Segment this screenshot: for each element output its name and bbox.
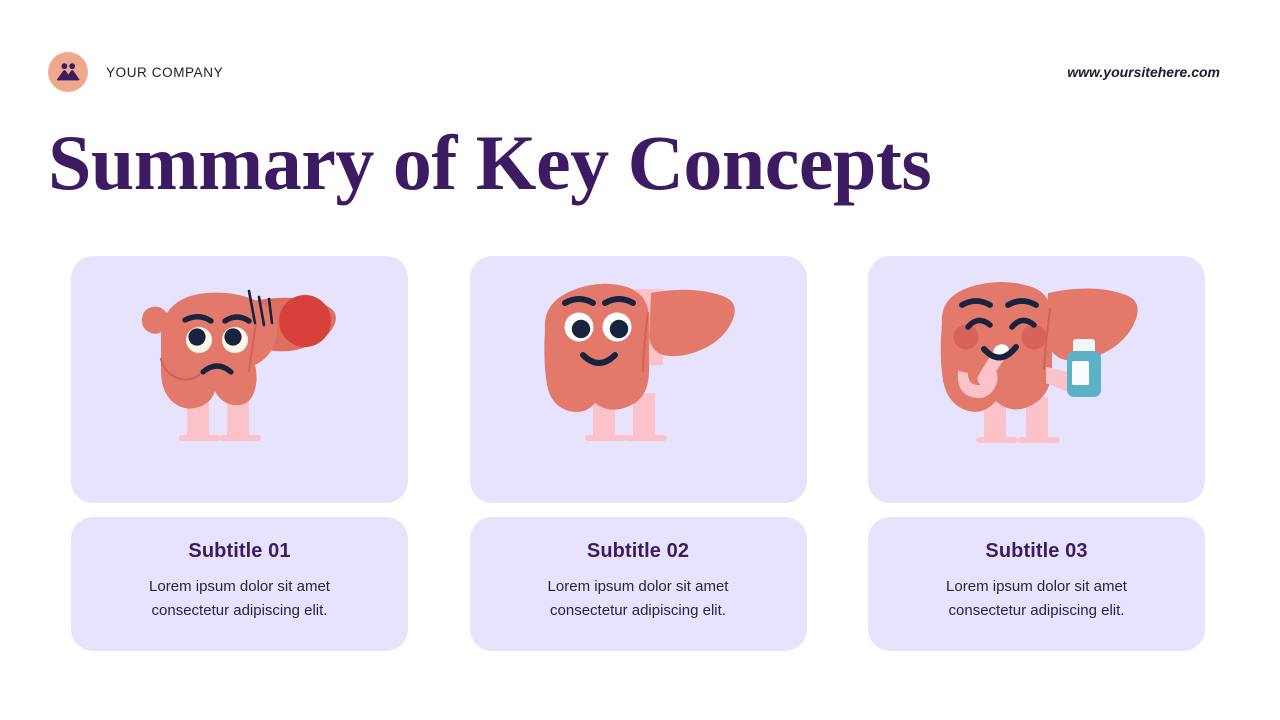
card-subtitle: Subtitle 03 [985, 540, 1088, 562]
card-subtitle: Subtitle 02 [586, 540, 690, 562]
company-name: YOUR COMPANY [106, 64, 224, 80]
illustration-card-1 [71, 256, 408, 503]
card-body-text: Lorem ipsum dolor sit amet consectetur a… [946, 578, 1127, 620]
page-title: Summary of Key Concepts [48, 119, 932, 206]
people-group-icon [48, 52, 88, 92]
cards-grid: Subtitle 01 Lorem ipsum dolor sit amet c… [71, 256, 1205, 651]
sad-liver-with-lesion-illustration [141, 289, 336, 441]
site-url[interactable]: www.yoursitehere.com [1067, 64, 1220, 80]
card-body-text: Lorem ipsum dolor sit amet consectetur a… [149, 578, 330, 620]
brand-block: YOUR COMPANY [48, 52, 223, 92]
text-card-1: Subtitle 01 Lorem ipsum dolor sit amet c… [71, 517, 408, 651]
concept-card-1: Subtitle 01 Lorem ipsum dolor sit amet c… [71, 256, 408, 651]
text-card-2: Subtitle 02 Lorem ipsum dolor sit amet c… [469, 517, 807, 651]
liver-taking-medicine-illustration [940, 281, 1138, 443]
card-body-text: Lorem ipsum dolor sit amet consectetur a… [547, 578, 729, 620]
illustration-card-3 [868, 256, 1205, 503]
illustration-card-2 [469, 256, 807, 503]
slide-header: YOUR COMPANY www.yoursitehere.com [48, 52, 1220, 92]
card-subtitle: Subtitle 01 [188, 540, 291, 562]
concept-card-2: Subtitle 02 Lorem ipsum dolor sit amet c… [469, 256, 807, 651]
text-card-3: Subtitle 03 Lorem ipsum dolor sit amet c… [868, 517, 1205, 651]
happy-liver-illustration [544, 283, 735, 441]
concept-card-3: Subtitle 03 Lorem ipsum dolor sit amet c… [868, 256, 1205, 651]
